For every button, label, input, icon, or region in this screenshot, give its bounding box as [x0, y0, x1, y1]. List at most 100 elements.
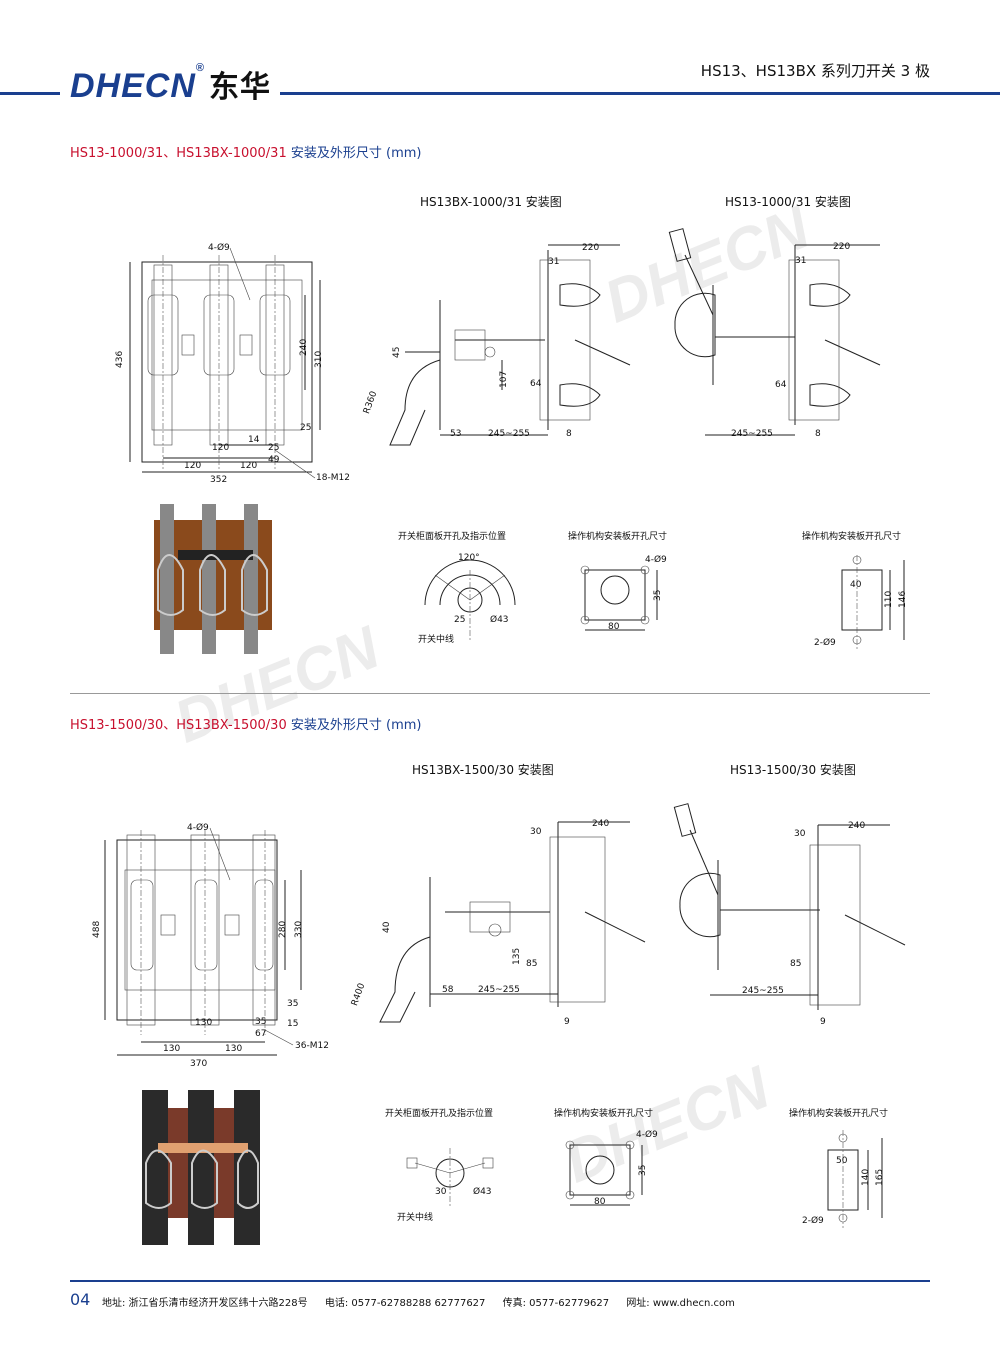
centerline-label: 开关中线: [418, 633, 454, 645]
dim-370: 370: [190, 1059, 207, 1069]
dim-holes: 2-Ø9: [802, 1215, 824, 1226]
footer-address: 地址: 浙江省乐清市经济开发区纬十六路228号: [102, 1298, 308, 1309]
mech-cutout2-1500: 50 140 165 2-Ø9: [802, 1130, 885, 1228]
section-divider: [70, 693, 930, 694]
section2-title: HS13-1500/30、HS13BX-1500/30 安装及外形尺寸 (mm): [70, 718, 422, 733]
dim-r400: R400: [350, 982, 368, 1008]
dim-240: 240: [299, 339, 309, 356]
dim-53: 53: [450, 429, 461, 439]
dim-140: 140: [861, 1169, 871, 1186]
dim-120a: 120: [184, 461, 201, 471]
dim-35b: 35: [255, 1017, 266, 1027]
mech-cutout-1000: 4-Ø9 35 80: [580, 554, 667, 632]
dim-25: 25: [454, 615, 465, 625]
footer-rule: [70, 1280, 930, 1282]
dim-31: 31: [795, 256, 806, 266]
dim-64: 64: [530, 379, 542, 389]
dim-9: 9: [820, 1017, 826, 1027]
product-photo-1500: [142, 1090, 260, 1245]
dim-holes: 4-Ø9: [645, 554, 667, 565]
dim-310: 310: [314, 351, 324, 368]
caption-mech2-1000: 操作机构安装板开孔尺寸: [802, 532, 902, 542]
dim-64: 64: [775, 380, 787, 390]
dim-bolts: 36-M12: [295, 1041, 329, 1051]
header-rule: [0, 92, 1000, 95]
dim-dia43: Ø43: [473, 1186, 492, 1197]
dim-120c: 120: [212, 443, 229, 453]
dim-30: 30: [530, 827, 542, 837]
caption-mech2-1500: 操作机构安装板开孔尺寸: [789, 1109, 889, 1119]
dim-436: 436: [115, 351, 125, 368]
dim-110: 110: [884, 591, 894, 608]
footer-phone: 电话: 0577-62788288 62777627: [324, 1298, 486, 1309]
dim-120deg: 120°: [458, 553, 480, 563]
dim-240: 240: [592, 819, 609, 829]
dim-35a: 35: [287, 999, 298, 1009]
dim-220: 220: [833, 242, 850, 252]
dim-240: 240: [848, 821, 865, 831]
dim-range: 245~255: [742, 986, 784, 996]
brand-logo: DHECN®东华: [70, 62, 272, 105]
mech-cutout-1500: 4-Ø9 35 80: [565, 1129, 658, 1207]
dim-50: 50: [836, 1156, 848, 1166]
dim-280: 280: [278, 921, 288, 938]
dim-30: 30: [435, 1187, 447, 1197]
mech-cutout2-1000: 40 110 146 2-Ø9: [814, 555, 908, 650]
dim-58: 58: [442, 985, 454, 995]
centerline-label: 开关中线: [397, 1211, 433, 1223]
dim-25b: 25: [300, 423, 311, 433]
panel-cutout-1000: 120° 25 Ø43 开关中线: [418, 553, 516, 645]
dim-range: 245~255: [488, 429, 530, 439]
dim-14: 14: [248, 435, 260, 445]
dim-85: 85: [526, 959, 537, 969]
dim-330: 330: [294, 921, 304, 938]
dim-bolts: 18-M12: [316, 473, 350, 483]
dim-146: 146: [898, 591, 908, 608]
footer-contact: 地址: 浙江省乐清市经济开发区纬十六路228号 电话: 0577-6278828…: [102, 1294, 749, 1309]
dim-25a: 25: [268, 443, 279, 453]
front-view-1000: 4-Ø9 436 240 310 120 120 120 352 14 25 2…: [115, 242, 350, 485]
page-number: 04: [70, 1290, 91, 1309]
fig-title-bx-1500: HS13BX-1500/30 安装图: [412, 763, 554, 777]
dim-35: 35: [653, 590, 663, 601]
dim-30: 30: [794, 829, 806, 839]
fig-title-hs-1000: HS13-1000/31 安装图: [725, 195, 851, 209]
dim-dia43: Ø43: [490, 614, 509, 625]
dim-holes: 2-Ø9: [814, 637, 836, 648]
dim-holes: 4-Ø9: [208, 242, 230, 253]
dim-9: 9: [564, 1017, 570, 1027]
dim-r360: R360: [362, 390, 380, 416]
dim-488: 488: [92, 921, 102, 938]
dim-130b: 130: [225, 1044, 242, 1054]
footer-web[interactable]: 网址: www.dhecn.com: [626, 1298, 735, 1309]
section1-title: HS13-1000/31、HS13BX-1000/31 安装及外形尺寸 (mm): [70, 146, 422, 161]
header-rule-gap: [60, 88, 280, 98]
side-view-bx-1500: 240 30 40 R400 135 85 58 245~255 9: [350, 819, 646, 1027]
dim-85: 85: [790, 959, 801, 969]
caption-mech-1000: 操作机构安装板开孔尺寸: [568, 532, 668, 542]
dim-130a: 130: [163, 1044, 180, 1054]
fig-title-hs-1500: HS13-1500/30 安装图: [730, 763, 856, 777]
dim-49: 49: [268, 455, 280, 465]
footer-fax: 传真: 0577-62779627: [502, 1298, 610, 1309]
side-view-hs-1000: 220 31 64 245~255 8: [668, 228, 881, 439]
dim-15: 15: [287, 1019, 298, 1029]
dim-135: 135: [512, 948, 522, 965]
dim-130c: 130: [195, 1018, 212, 1028]
dim-80: 80: [594, 1197, 606, 1207]
caption-panel-1000: 开关柜面板开孔及指示位置: [398, 532, 507, 542]
dim-range: 245~255: [731, 429, 773, 439]
dim-67: 67: [255, 1029, 266, 1039]
fig-title-bx-1000: HS13BX-1000/31 安装图: [420, 195, 562, 209]
dim-352: 352: [210, 475, 227, 485]
front-view-1500: 4-Ø9 488 280 330 130 130 130 370 35 35 1…: [92, 822, 329, 1069]
dim-80: 80: [608, 622, 620, 632]
side-view-bx-1000: 220 31 45 R360 107 64 53 245~255 8: [362, 243, 631, 446]
dim-220: 220: [582, 243, 599, 253]
dim-31: 31: [548, 257, 559, 267]
caption-panel-1500: 开关柜面板开孔及指示位置: [385, 1109, 494, 1119]
dim-120b: 120: [240, 461, 257, 471]
caption-mech-1500: 操作机构安装板开孔尺寸: [554, 1109, 654, 1119]
product-photo-1000: [154, 504, 272, 654]
panel-cutout-1500: 30 Ø43 开关中线: [397, 1148, 494, 1223]
